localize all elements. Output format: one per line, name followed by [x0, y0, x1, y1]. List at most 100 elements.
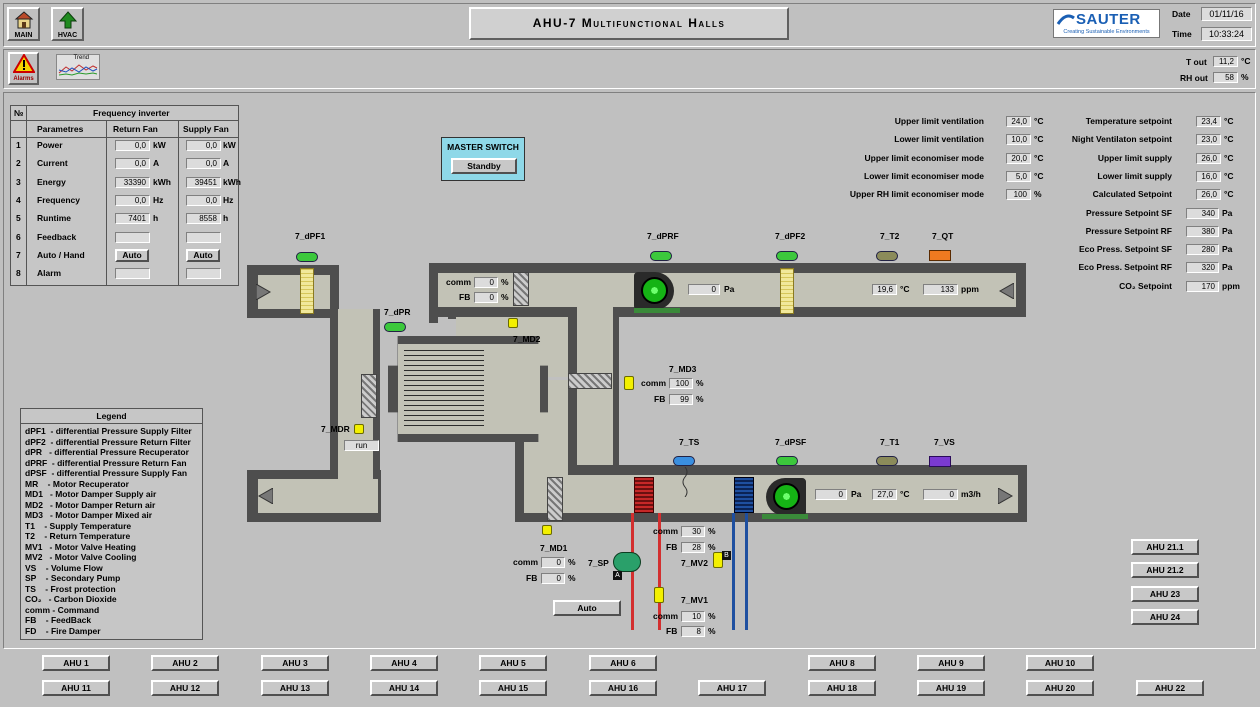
ahu-nav-button[interactable]: AHU 23 [1131, 585, 1199, 602]
setpoint-value[interactable]: 16,0 [1196, 170, 1221, 182]
actuator-dpf1-icon[interactable] [354, 424, 364, 434]
secondary-pump-icon[interactable] [613, 552, 641, 572]
ahu-nav-button[interactable]: AHU 24 [1131, 608, 1199, 625]
ahu-nav-button[interactable]: AHU 20 [1026, 680, 1094, 696]
sensor-t1-icon[interactable] [876, 456, 898, 466]
md3-fb-unit: % [696, 394, 704, 404]
mv2-fb-unit: % [708, 542, 716, 552]
ahu-nav-button[interactable]: AHU 16 [589, 680, 657, 696]
setpoint-value[interactable]: 26,0 [1196, 189, 1221, 201]
limit-label: Upper limit ventilation [894, 116, 984, 126]
actuator-mv2-icon[interactable] [713, 552, 723, 568]
legend-item: TS - Frost protection [25, 583, 116, 594]
setpoint-value[interactable]: 380 [1186, 225, 1219, 237]
supply-fan-unit: Hz [223, 194, 234, 205]
sensor-vs-icon[interactable] [929, 456, 951, 467]
sensor-qt-icon[interactable] [929, 250, 951, 261]
limit-value[interactable]: 5,0 [1006, 170, 1031, 182]
ahu-nav-button[interactable]: AHU 17 [698, 680, 766, 696]
legend-item: FD - Fire Damper [25, 625, 101, 636]
mixing-duct [577, 307, 613, 477]
ahu-nav-button[interactable]: AHU 21.1 [1131, 539, 1199, 555]
actuator-md1-icon[interactable] [542, 525, 552, 535]
return-fan-mode[interactable]: Auto [115, 248, 149, 262]
limit-value[interactable]: 20,0 [1006, 152, 1031, 164]
return-fan-wheel-icon [641, 277, 668, 304]
supply-fan-mode[interactable]: Auto [186, 248, 220, 262]
setpoint-value[interactable]: 340 [1186, 207, 1219, 219]
ahu-nav-button[interactable]: AHU 4 [370, 655, 438, 671]
main-button[interactable]: MAIN [7, 7, 40, 41]
supply-temp-unit: °C [900, 489, 910, 499]
return-filter-dpf2 [780, 268, 794, 314]
standby-button[interactable]: Standby [451, 158, 517, 174]
label-md3: 7_MD3 [669, 364, 697, 374]
auto-button[interactable]: Auto [553, 600, 621, 616]
sensor-dpr-icon[interactable] [384, 322, 406, 332]
sauter-logo: SAUTER Creating Sustainable Environments [1053, 9, 1160, 38]
setpoint-label: Night Ventilaton setpoint [1071, 134, 1172, 145]
return-co2-qt: 133 [923, 284, 958, 295]
ahu-nav-button[interactable]: AHU 5 [479, 655, 547, 671]
actuator-md3-icon[interactable] [624, 376, 634, 390]
legend-item: MR - Motor Recuperator [25, 478, 129, 489]
freq-row-number: 6 [16, 231, 21, 242]
sensor-dpf1-icon[interactable] [296, 252, 318, 262]
setpoint-label: Eco Press. Setpoint SF [1078, 244, 1172, 255]
setpoint-value[interactable]: 23,0 [1196, 134, 1221, 146]
sensor-dpf2-icon[interactable] [776, 251, 798, 261]
setpoint-unit: °C [1224, 152, 1234, 163]
setpoint-label: CO₂ Setpoint [1119, 280, 1172, 291]
setpoint-value[interactable]: 23,4 [1196, 116, 1221, 127]
ahu-nav-button[interactable]: AHU 3 [261, 655, 329, 671]
ahu-nav-button[interactable]: AHU 6 [589, 655, 657, 671]
rh-out-value: 58 [1213, 72, 1238, 83]
ahu-nav-button[interactable]: AHU 22 [1136, 680, 1204, 696]
ahu-nav-button[interactable]: AHU 1 [42, 655, 110, 671]
freq-row-name: Current [37, 158, 68, 169]
page-title: AHU-7 Multifunctional Halls [532, 16, 726, 30]
setpoint-value[interactable]: 170 [1186, 280, 1219, 292]
actuator-md2-icon[interactable] [508, 318, 518, 328]
sensor-dpsf-icon[interactable] [776, 456, 798, 466]
ahu-nav-button[interactable]: AHU 13 [261, 680, 329, 696]
ahu-nav-button[interactable]: AHU 12 [151, 680, 219, 696]
supply-fan-value: 39451 [186, 176, 221, 188]
limit-unit: °C [1034, 116, 1044, 126]
ahu-nav-button[interactable]: AHU 14 [370, 680, 438, 696]
label-sp: 7_SP [588, 558, 609, 568]
ahu-nav-button[interactable]: AHU 11 [42, 680, 110, 696]
freq-row-number: 8 [16, 268, 21, 279]
setpoint-value[interactable]: 280 [1186, 244, 1219, 256]
setpoint-value[interactable]: 26,0 [1196, 152, 1221, 164]
limit-value[interactable]: 10,0 [1006, 134, 1031, 146]
ahu-nav-button[interactable]: AHU 18 [808, 680, 876, 696]
md3-fb-value: 99 [669, 394, 693, 405]
setpoint-label: Pressure Setpoint SF [1086, 207, 1172, 218]
supply-fan-value: 8558 [186, 213, 221, 225]
ahu-nav-button[interactable]: AHU 9 [917, 655, 985, 671]
frost-wire-icon [682, 467, 688, 497]
freq-row-number: 2 [16, 158, 21, 169]
trend-label: Trend [73, 55, 89, 61]
ahu-nav-button[interactable]: AHU 15 [479, 680, 547, 696]
limit-value[interactable]: 24,0 [1006, 116, 1031, 127]
ahu-nav-button[interactable]: AHU 10 [1026, 655, 1094, 671]
actuator-mv1-icon[interactable] [654, 587, 664, 603]
sensor-ts-icon[interactable] [673, 456, 695, 466]
sensor-dprf-icon[interactable] [650, 251, 672, 261]
ahu-nav-button[interactable]: AHU 2 [151, 655, 219, 671]
trend-button[interactable]: Trend [56, 54, 100, 80]
ahu-nav-button[interactable]: AHU 19 [917, 680, 985, 696]
ahu-nav-button[interactable]: AHU 21.2 [1131, 562, 1199, 579]
hvac-button[interactable]: HVAC [51, 7, 84, 41]
sensor-t2-icon[interactable] [876, 251, 898, 261]
legend-item: MV2 - Motor Valve Cooling [25, 552, 137, 562]
limit-value[interactable]: 100 [1006, 189, 1031, 201]
ahu-nav-button[interactable]: AHU 8 [808, 655, 876, 671]
setpoint-value[interactable]: 320 [1186, 262, 1219, 274]
return-fan-value: 33390 [115, 176, 150, 188]
time-value: 10:33:24 [1201, 27, 1252, 41]
md3-comm-unit: % [696, 378, 704, 388]
alarms-button[interactable]: Alarms [8, 52, 39, 85]
